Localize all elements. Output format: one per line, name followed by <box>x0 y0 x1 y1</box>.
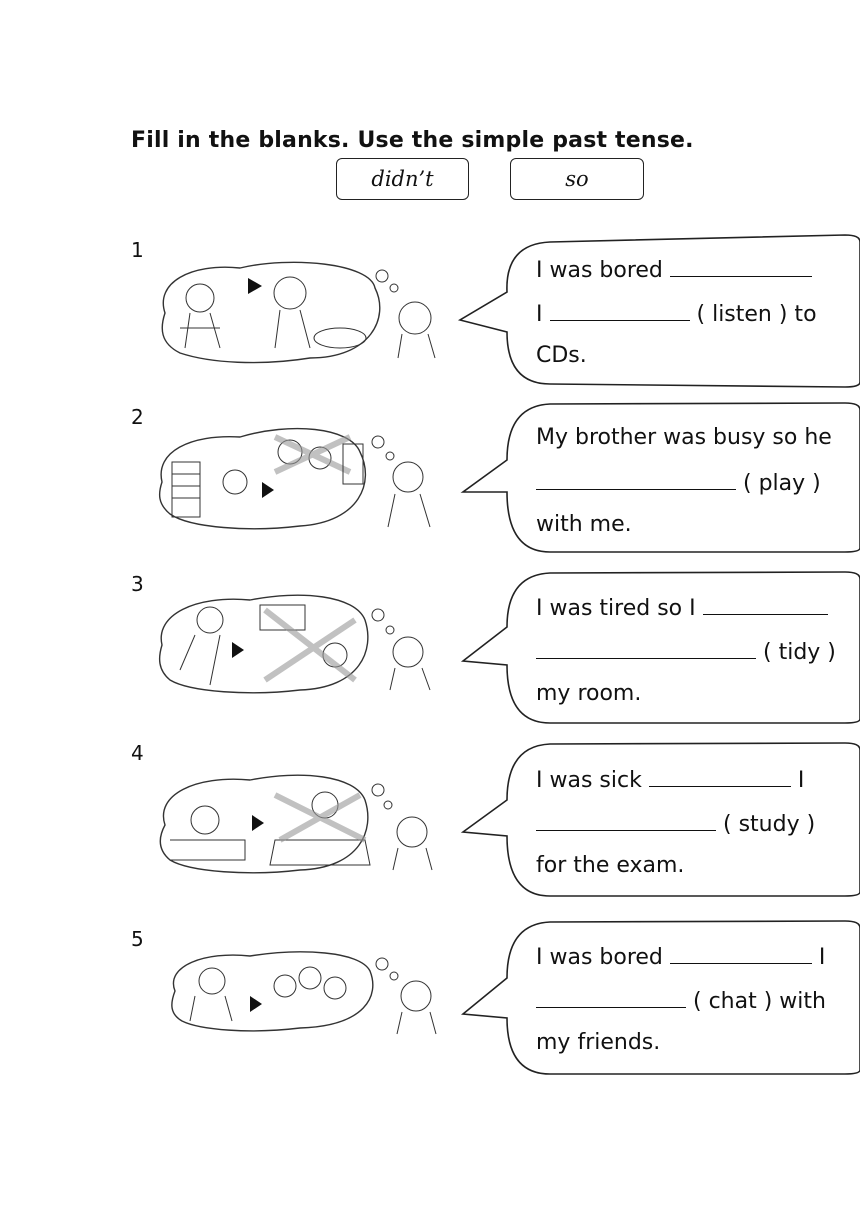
item-number: 2 <box>131 405 144 429</box>
sentence-line: for the exam. <box>536 853 685 878</box>
sentence-line: My brother was busy so he <box>536 425 832 450</box>
sentence-line: ( play ) <box>536 469 821 496</box>
sentence-line: my friends. <box>536 1030 661 1055</box>
answer-blank[interactable] <box>702 594 828 615</box>
illustration-study <box>159 774 433 874</box>
sentence-line: with me. <box>536 512 632 537</box>
answer-blank[interactable] <box>549 300 690 321</box>
sentence-line: ( tidy ) <box>536 638 836 665</box>
item-number: 3 <box>131 572 144 596</box>
sentence-line: I ( listen ) to <box>536 300 817 327</box>
illustration-play <box>158 427 431 530</box>
answer-blank[interactable] <box>536 987 686 1008</box>
answer-blank[interactable] <box>536 810 716 831</box>
sentence-line: my room. <box>536 681 642 706</box>
sentence-line: I was bored <box>536 256 812 283</box>
answer-blank[interactable] <box>669 256 812 277</box>
sentence-line: CDs. <box>536 343 587 368</box>
answer-blank[interactable] <box>648 766 791 787</box>
speech-bubble <box>460 742 860 897</box>
speech-bubble <box>457 234 860 388</box>
speech-bubble <box>460 571 860 724</box>
sentence-line: I was bored I <box>536 943 826 970</box>
speech-bubble <box>460 402 860 553</box>
speech-bubble <box>460 920 860 1075</box>
sentence-line: I was sick I <box>536 766 805 793</box>
item-number: 5 <box>131 927 144 951</box>
answer-blank[interactable] <box>536 638 756 659</box>
sentence-line: ( study ) <box>536 810 815 837</box>
sentence-line: I was tired so I <box>536 594 828 621</box>
illustration-chat <box>171 951 437 1035</box>
word-bank-so: so <box>510 158 644 200</box>
sentence-line: ( chat ) with <box>536 987 826 1014</box>
item-number: 1 <box>131 238 144 262</box>
illustration-listening-cds <box>161 261 436 364</box>
answer-blank[interactable] <box>536 469 736 490</box>
instructions: Fill in the blanks. Use the simple past … <box>131 128 694 153</box>
item-number: 4 <box>131 741 144 765</box>
illustration-tidy <box>158 594 431 694</box>
word-bank-didnt: didn’t <box>336 158 469 200</box>
answer-blank[interactable] <box>669 943 812 964</box>
